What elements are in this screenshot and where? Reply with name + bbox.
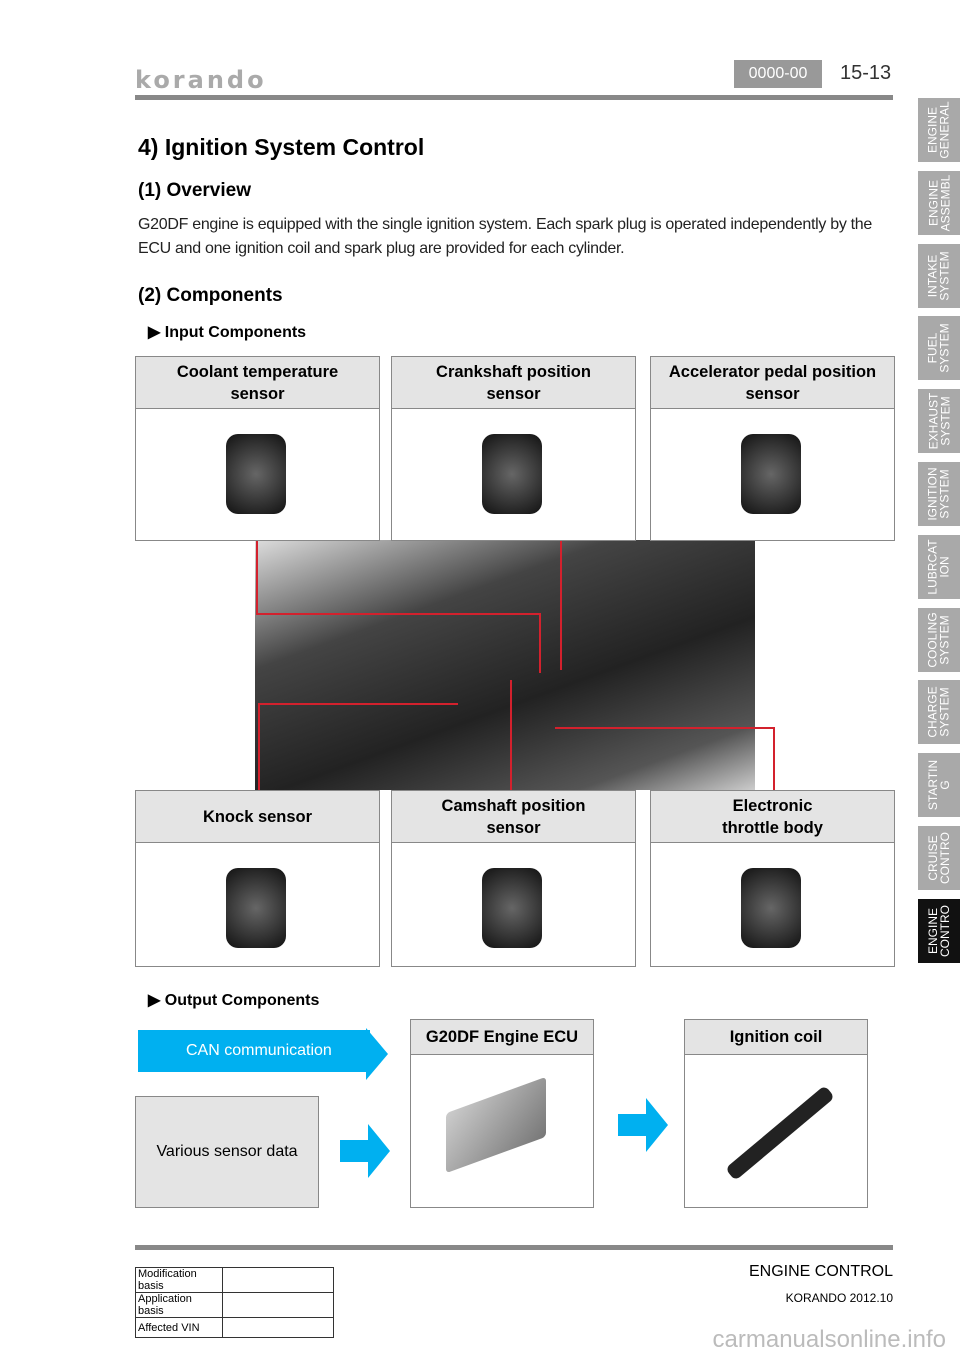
page-title: 4) Ignition System Control [138, 134, 425, 160]
side-tab-label: CRUISE CONTRO [926, 832, 952, 884]
side-tab-label: LUBRCAT ION [926, 539, 952, 595]
side-tab[interactable]: IGNITION SYSTEM [918, 462, 960, 526]
side-tab-label: EXHAUST SYSTEM [926, 392, 952, 450]
input-component-box: Electronic throttle body [650, 790, 895, 967]
ignition-coil-box: Ignition coil [684, 1019, 868, 1208]
ecu-box: G20DF Engine ECU [410, 1019, 594, 1208]
revision-row-value [222, 1317, 334, 1338]
footer-section: ENGINE CONTROL [748, 1263, 893, 1280]
side-tab-label: STARTIN G [926, 760, 953, 811]
footer-divider [135, 1245, 893, 1250]
side-tab[interactable]: ENGINE ASSEMBL [918, 170, 960, 235]
component-image [651, 409, 894, 540]
input-component-box: Crankshaft position sensor [391, 356, 636, 541]
input-component-box: Accelerator pedal position sensor [650, 356, 895, 541]
side-tab[interactable]: COOLING SYSTEM [918, 607, 960, 672]
components-heading: (2) Components [138, 285, 283, 306]
component-label: Crankshaft position sensor [392, 357, 635, 409]
side-tab[interactable]: CHARGE SYSTEM [918, 680, 960, 745]
side-tab-label: ENGINE CONTRO [926, 904, 952, 957]
arrow-right-icon [618, 1098, 668, 1152]
side-tab[interactable]: LUBRCAT ION [918, 534, 960, 599]
overview-heading: (1) Overview [138, 180, 251, 201]
input-component-box: Coolant temperature sensor [135, 356, 380, 541]
component-image [392, 409, 635, 540]
side-tab-label: INTAKE SYSTEM [926, 250, 952, 301]
side-tab[interactable]: EXHAUST SYSTEM [918, 389, 960, 454]
component-label: Electronic throttle body [651, 791, 894, 843]
arrow-right-icon [340, 1124, 390, 1178]
component-image [136, 409, 379, 540]
input-component-box: Knock sensor [135, 790, 380, 967]
side-tab-label: FUEL SYSTEM [926, 323, 952, 374]
side-tab[interactable]: INTAKE SYSTEM [918, 243, 960, 308]
side-tab[interactable]: STARTIN G [918, 753, 960, 818]
side-tab-label: CHARGE SYSTEM [926, 686, 952, 739]
ecu-label: G20DF Engine ECU [411, 1020, 593, 1055]
component-label: Coolant temperature sensor [136, 357, 379, 409]
header-divider [135, 95, 893, 100]
can-communication-arrow: CAN communication [138, 1030, 370, 1072]
side-tab-label: ENGINE GENERAL [926, 101, 953, 159]
revision-row-label: Affected VIN [135, 1317, 223, 1338]
revision-row-label: Modification basis [135, 1267, 223, 1293]
ecu-image [411, 1055, 593, 1190]
can-arrow-tip [366, 1028, 388, 1080]
ignition-coil-image [685, 1055, 867, 1190]
component-image [651, 843, 894, 966]
watermark: carmanualsonline.info [712, 1326, 946, 1353]
input-component-box: Camshaft position sensor [391, 790, 636, 967]
component-image [136, 843, 379, 966]
various-sensor-data-box: Various sensor data [135, 1096, 319, 1208]
revision-row-value [222, 1267, 334, 1293]
revision-row-value [222, 1292, 334, 1318]
side-tab-label: IGNITION SYSTEM [926, 467, 952, 521]
side-tab[interactable]: ENGINE CONTRO [918, 898, 960, 963]
revision-row-label: Application basis [135, 1292, 223, 1318]
side-tab-label: ENGINE ASSEMBL [926, 174, 953, 232]
side-tab[interactable]: CRUISE CONTRO [918, 826, 960, 890]
korando-logo: korando [135, 66, 267, 94]
output-components-label: ▶ Output Components [148, 992, 320, 1009]
component-label: Camshaft position sensor [392, 791, 635, 843]
engine-bay-photo [255, 540, 775, 790]
section-code: 0000-00 [734, 60, 822, 88]
input-components-label: ▶ Input Components [148, 324, 307, 341]
ignition-coil-label: Ignition coil [685, 1020, 867, 1055]
side-tab[interactable]: ENGINE GENERAL [918, 98, 960, 162]
footer-model: KORANDO 2012.10 [785, 1291, 893, 1305]
side-tab-label: COOLING SYSTEM [926, 611, 952, 668]
page-number: 15-13 [840, 62, 892, 84]
side-tab[interactable]: FUEL SYSTEM [918, 316, 960, 381]
component-label: Knock sensor [136, 791, 379, 843]
overview-text: G20DF engine is equipped with the single… [138, 216, 873, 257]
component-image [392, 843, 635, 966]
component-label: Accelerator pedal position sensor [651, 357, 894, 409]
